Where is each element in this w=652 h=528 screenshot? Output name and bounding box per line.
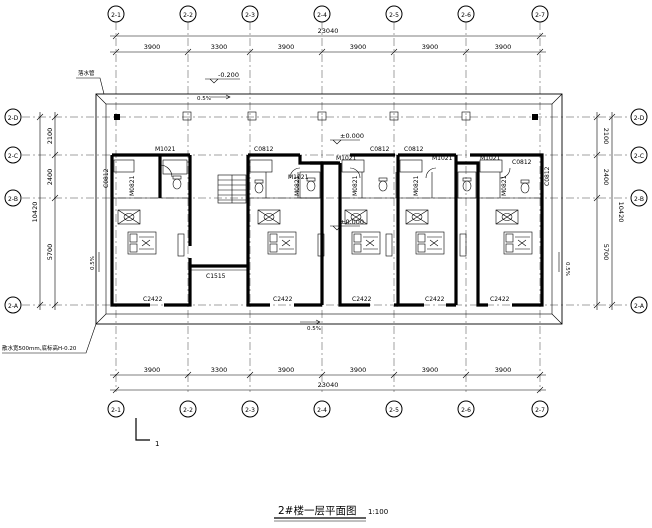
dim-bottom-bay: 3300 <box>211 366 228 374</box>
dim-left-seg: 2100 <box>46 128 54 145</box>
window-label: C0812 <box>103 168 110 188</box>
axis-bubbles-bottom: 2-1 2-2 2-3 2-4 2-5 2-6 2-7 <box>107 400 549 418</box>
elevation-outdoor: -0.200 <box>218 71 239 79</box>
axis-label-left: 2-D <box>8 115 19 122</box>
door-label: M1021 <box>480 155 501 162</box>
window-label: C0812 <box>370 146 390 153</box>
axis-label-bottom: 2-2 <box>183 407 193 414</box>
axis-label-top: 2-1 <box>111 12 121 19</box>
door-label: M1021 <box>432 155 453 162</box>
window-label: C0812 <box>404 146 424 153</box>
dim-bottom-bay: 3900 <box>422 366 439 374</box>
axis-label-bottom: 2-5 <box>389 407 399 414</box>
dim-top-bay: 3900 <box>278 43 295 51</box>
axis-label-bottom: 2-1 <box>111 407 121 414</box>
dimensions-right: 2100 2400 5700 10420 <box>593 112 625 310</box>
apron-note: 散水宽500mm,底标高H-0.20 <box>2 344 77 352</box>
axis-label-right: 2-C <box>634 153 644 160</box>
dim-right-seg: 5700 <box>602 244 610 261</box>
dimensions-left: 10420 2100 2400 5700 <box>31 112 59 310</box>
axis-bubbles-right: 2-D 2-C 2-B 2-A <box>630 108 648 314</box>
slope-left: 0.5% <box>90 256 96 270</box>
door-label: M1021 <box>336 155 357 162</box>
axis-label-right: 2-B <box>634 196 644 203</box>
dim-bottom-bay: 3900 <box>350 366 367 374</box>
axis-label-left: 2-B <box>8 196 18 203</box>
door-label-vert: M0821 <box>413 175 420 196</box>
window-label-bottom: C2422 <box>490 296 510 303</box>
dim-top-bay: 3900 <box>495 43 512 51</box>
dim-bottom-bay: 3900 <box>144 366 161 374</box>
axis-label-right: 2-D <box>634 115 645 122</box>
dim-top-bay: 3900 <box>422 43 439 51</box>
axis-label-bottom: 2-6 <box>461 407 471 414</box>
elevation-indoor-2: ±0.000 <box>340 218 364 226</box>
door-label: M1021 <box>155 146 176 153</box>
drawing-scale: 1:100 <box>368 508 388 516</box>
slope-top: 0.5% <box>197 96 211 102</box>
elevation-indoor-1: ±0.000 <box>340 132 364 140</box>
stair <box>217 174 247 204</box>
dim-top-bay: 3900 <box>350 43 367 51</box>
axis-bubbles-left: 2-D 2-C 2-B 2-A <box>4 108 22 314</box>
axis-label-top: 2-5 <box>389 12 399 19</box>
window-label-bottom: C2422 <box>143 296 163 303</box>
door-label-vert: M0821 <box>129 175 136 196</box>
dim-top-bay: 3900 <box>144 43 161 51</box>
dim-left-total: 10420 <box>31 202 39 223</box>
axis-label-top: 2-7 <box>535 12 545 19</box>
apron-outline <box>95 93 563 325</box>
door-label-vert: M0821 <box>501 175 508 196</box>
door-label-vert: M0821 <box>352 175 359 196</box>
column-markers <box>114 111 538 121</box>
drawing-title: 2#楼一层平面图 <box>278 504 356 517</box>
axis-label-top: 2-2 <box>183 12 193 19</box>
axis-label-right: 2-A <box>634 303 645 310</box>
dim-bottom-total: 23040 <box>318 381 339 389</box>
dim-right-seg: 2400 <box>602 169 610 186</box>
axis-bubbles-top: 2-1 2-2 2-3 2-4 2-5 2-6 2-7 <box>107 5 549 23</box>
slope-right: 0.5% <box>564 262 570 276</box>
axis-label-bottom: 2-4 <box>317 407 327 414</box>
section-mark-label: 1 <box>155 440 159 448</box>
annotations: 落水管 -0.200 ±0.000 ±0.000 0.5% 0.5% 0.5% … <box>2 69 570 354</box>
window-label-bottom: C2422 <box>273 296 293 303</box>
dim-left-seg: 2400 <box>46 169 54 186</box>
dimensions-top: 23040 3900 3300 3900 3900 3900 3900 <box>110 27 546 56</box>
window-label: C0812 <box>544 166 551 186</box>
dim-bottom-bay: 3900 <box>495 366 512 374</box>
drawing-title-block: 2#楼一层平面图 1:100 <box>274 504 388 522</box>
downpipe-label: 落水管 <box>78 69 95 77</box>
dimensions-bottom: 3900 3300 3900 3900 3900 3900 23040 <box>110 366 546 394</box>
furniture <box>117 175 533 257</box>
axis-label-left: 2-A <box>8 303 19 310</box>
axis-label-left: 2-C <box>8 153 18 160</box>
door-swings <box>159 164 511 179</box>
dim-top-total: 23040 <box>318 27 339 35</box>
dim-bottom-bay: 3900 <box>278 366 295 374</box>
dim-left-seg: 5700 <box>46 244 54 261</box>
door-label-vert: M0821 <box>294 175 301 196</box>
window-label-bottom: C2422 <box>425 296 445 303</box>
axis-label-bottom: 2-7 <box>535 407 545 414</box>
walls <box>110 153 544 307</box>
axis-label-bottom: 2-3 <box>245 407 255 414</box>
dim-top-bay: 3300 <box>211 43 228 51</box>
section-mark: 1 <box>135 418 159 448</box>
window-label: C0812 <box>254 146 274 153</box>
window-label: C0812 <box>512 159 532 166</box>
dim-right-seg: 2100 <box>602 128 610 145</box>
slope-bottom: 0.5% <box>307 326 321 332</box>
axis-label-top: 2-3 <box>245 12 255 19</box>
axis-label-top: 2-6 <box>461 12 471 19</box>
door-label: M1021 <box>288 174 309 181</box>
window-label-bottom: C2422 <box>352 296 372 303</box>
opening-labels: M1021 M1021 M1021 M1021 M1021 C0812 C081… <box>103 146 551 303</box>
axis-label-top: 2-4 <box>317 12 327 19</box>
window-label-c1515: C1515 <box>206 273 226 280</box>
room-details <box>113 159 503 199</box>
dim-right-total: 10420 <box>617 202 625 223</box>
